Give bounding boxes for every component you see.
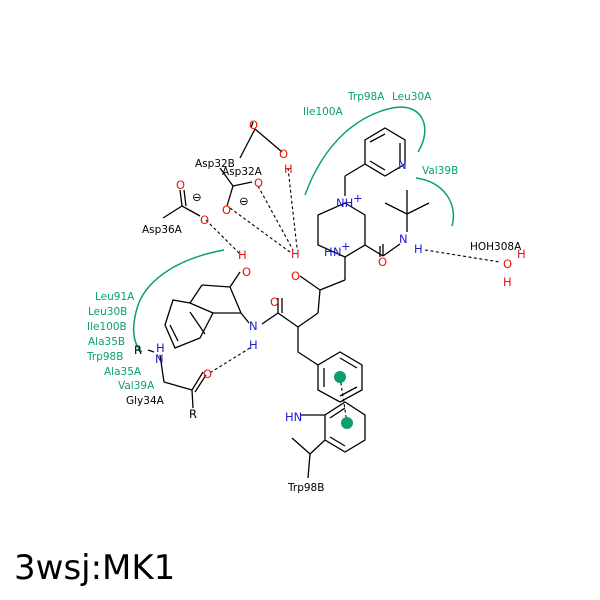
atom-h-water-2: H	[503, 275, 512, 289]
residue-ala35b: Ala35B	[88, 336, 125, 348]
atom-o-indanol: O	[242, 265, 251, 279]
residue-leu30b: Leu30B	[88, 306, 127, 318]
charge-asp32a: ⊖	[239, 194, 249, 208]
atom-n-gly34a: N	[155, 352, 164, 366]
atom-o-water: O	[503, 257, 512, 271]
atom-h-hydroxyl: H	[291, 247, 300, 261]
residue-trp98b: Trp98B	[86, 351, 123, 363]
atom-o-asp32a-1: O	[254, 176, 263, 190]
atom-o-tbu-amide: O	[378, 255, 387, 269]
atom-h-tbu-amide: H	[414, 242, 423, 256]
atom-nh-plus-top: NH	[336, 196, 353, 210]
atom-r-gly34a-bottom: R	[189, 407, 197, 421]
diagram-title: 3wsj:MK1	[14, 548, 176, 588]
residue-asp36a: Asp36A	[142, 224, 183, 236]
residue-leu30a: Leu30A	[392, 91, 432, 103]
atom-n-amide: N	[249, 319, 258, 333]
residue-val39b: Val39B	[422, 165, 458, 177]
residue-leu91a: Leu91A	[95, 291, 135, 303]
pi-stack-line	[339, 376, 348, 424]
residue-ala35a: Ala35A	[104, 366, 142, 378]
charge-plus-top: +	[353, 191, 363, 205]
charge-asp36a: ⊖	[192, 190, 202, 204]
pi-centroid-benzyl	[334, 371, 346, 383]
pi-centroid-indole	[341, 417, 353, 429]
residue-ile100b: Ile100B	[87, 321, 127, 333]
atom-o-hydroxyl: O	[291, 269, 300, 283]
atom-o-asp32b-hydroxyl: O	[279, 147, 288, 161]
atom-n-plus-bottom: N	[333, 245, 342, 259]
atom-o-gly34a: O	[203, 367, 212, 381]
residue-hoh308a: HOH308A	[470, 241, 522, 253]
atom-o-asp32a-2: O	[222, 203, 231, 217]
atom-o-amide: O	[270, 295, 279, 309]
hbond-asp32a-o2	[229, 207, 291, 253]
atom-o-asp36a-carbonyl: O	[176, 178, 185, 192]
residue-val39a: Val39A	[118, 380, 155, 392]
charge-plus-bottom: +	[341, 239, 351, 253]
atom-hn-trp98b: HN	[285, 410, 302, 424]
hydrophobic-arc-left	[132, 249, 225, 353]
hbond-asp32b-oh	[287, 167, 298, 249]
atom-h-asp32b: H	[284, 162, 293, 176]
residue-trp98a: Trp98A	[347, 91, 385, 103]
residue-ile100a: Ile100A	[303, 106, 344, 118]
atom-o-asp36a-2: O	[200, 213, 209, 227]
atom-h-indanol: H	[238, 248, 247, 262]
atom-n-tbu-amide: N	[399, 232, 408, 246]
residue-asp32a: Asp32A	[222, 166, 263, 178]
atom-h-amide: H	[249, 338, 258, 352]
atom-r-gly34a-left: R	[134, 343, 142, 357]
atom-o-asp32b-carbonyl: O	[249, 118, 258, 132]
residue-gly34a: Gly34A	[126, 395, 165, 407]
atom-nh-plus-bottom: H	[324, 245, 333, 259]
residue-trp98b-stack: Trp98B	[287, 482, 324, 494]
atom-h-gly34a: H	[156, 341, 165, 355]
hbond-asp36a-oh	[205, 219, 241, 255]
hbond-asp32a-o1	[257, 185, 294, 251]
hbond-nh-water	[424, 249, 501, 263]
hydrophobic-arc-val39b	[415, 177, 455, 227]
hydrophobic-arc-top	[304, 106, 426, 196]
atom-n-pyridine: N	[398, 158, 407, 172]
hbond-amide-gly34a	[207, 347, 251, 375]
residue-asp32b: Asp32B	[195, 158, 235, 170]
atom-h-water-1: H	[517, 247, 526, 261]
